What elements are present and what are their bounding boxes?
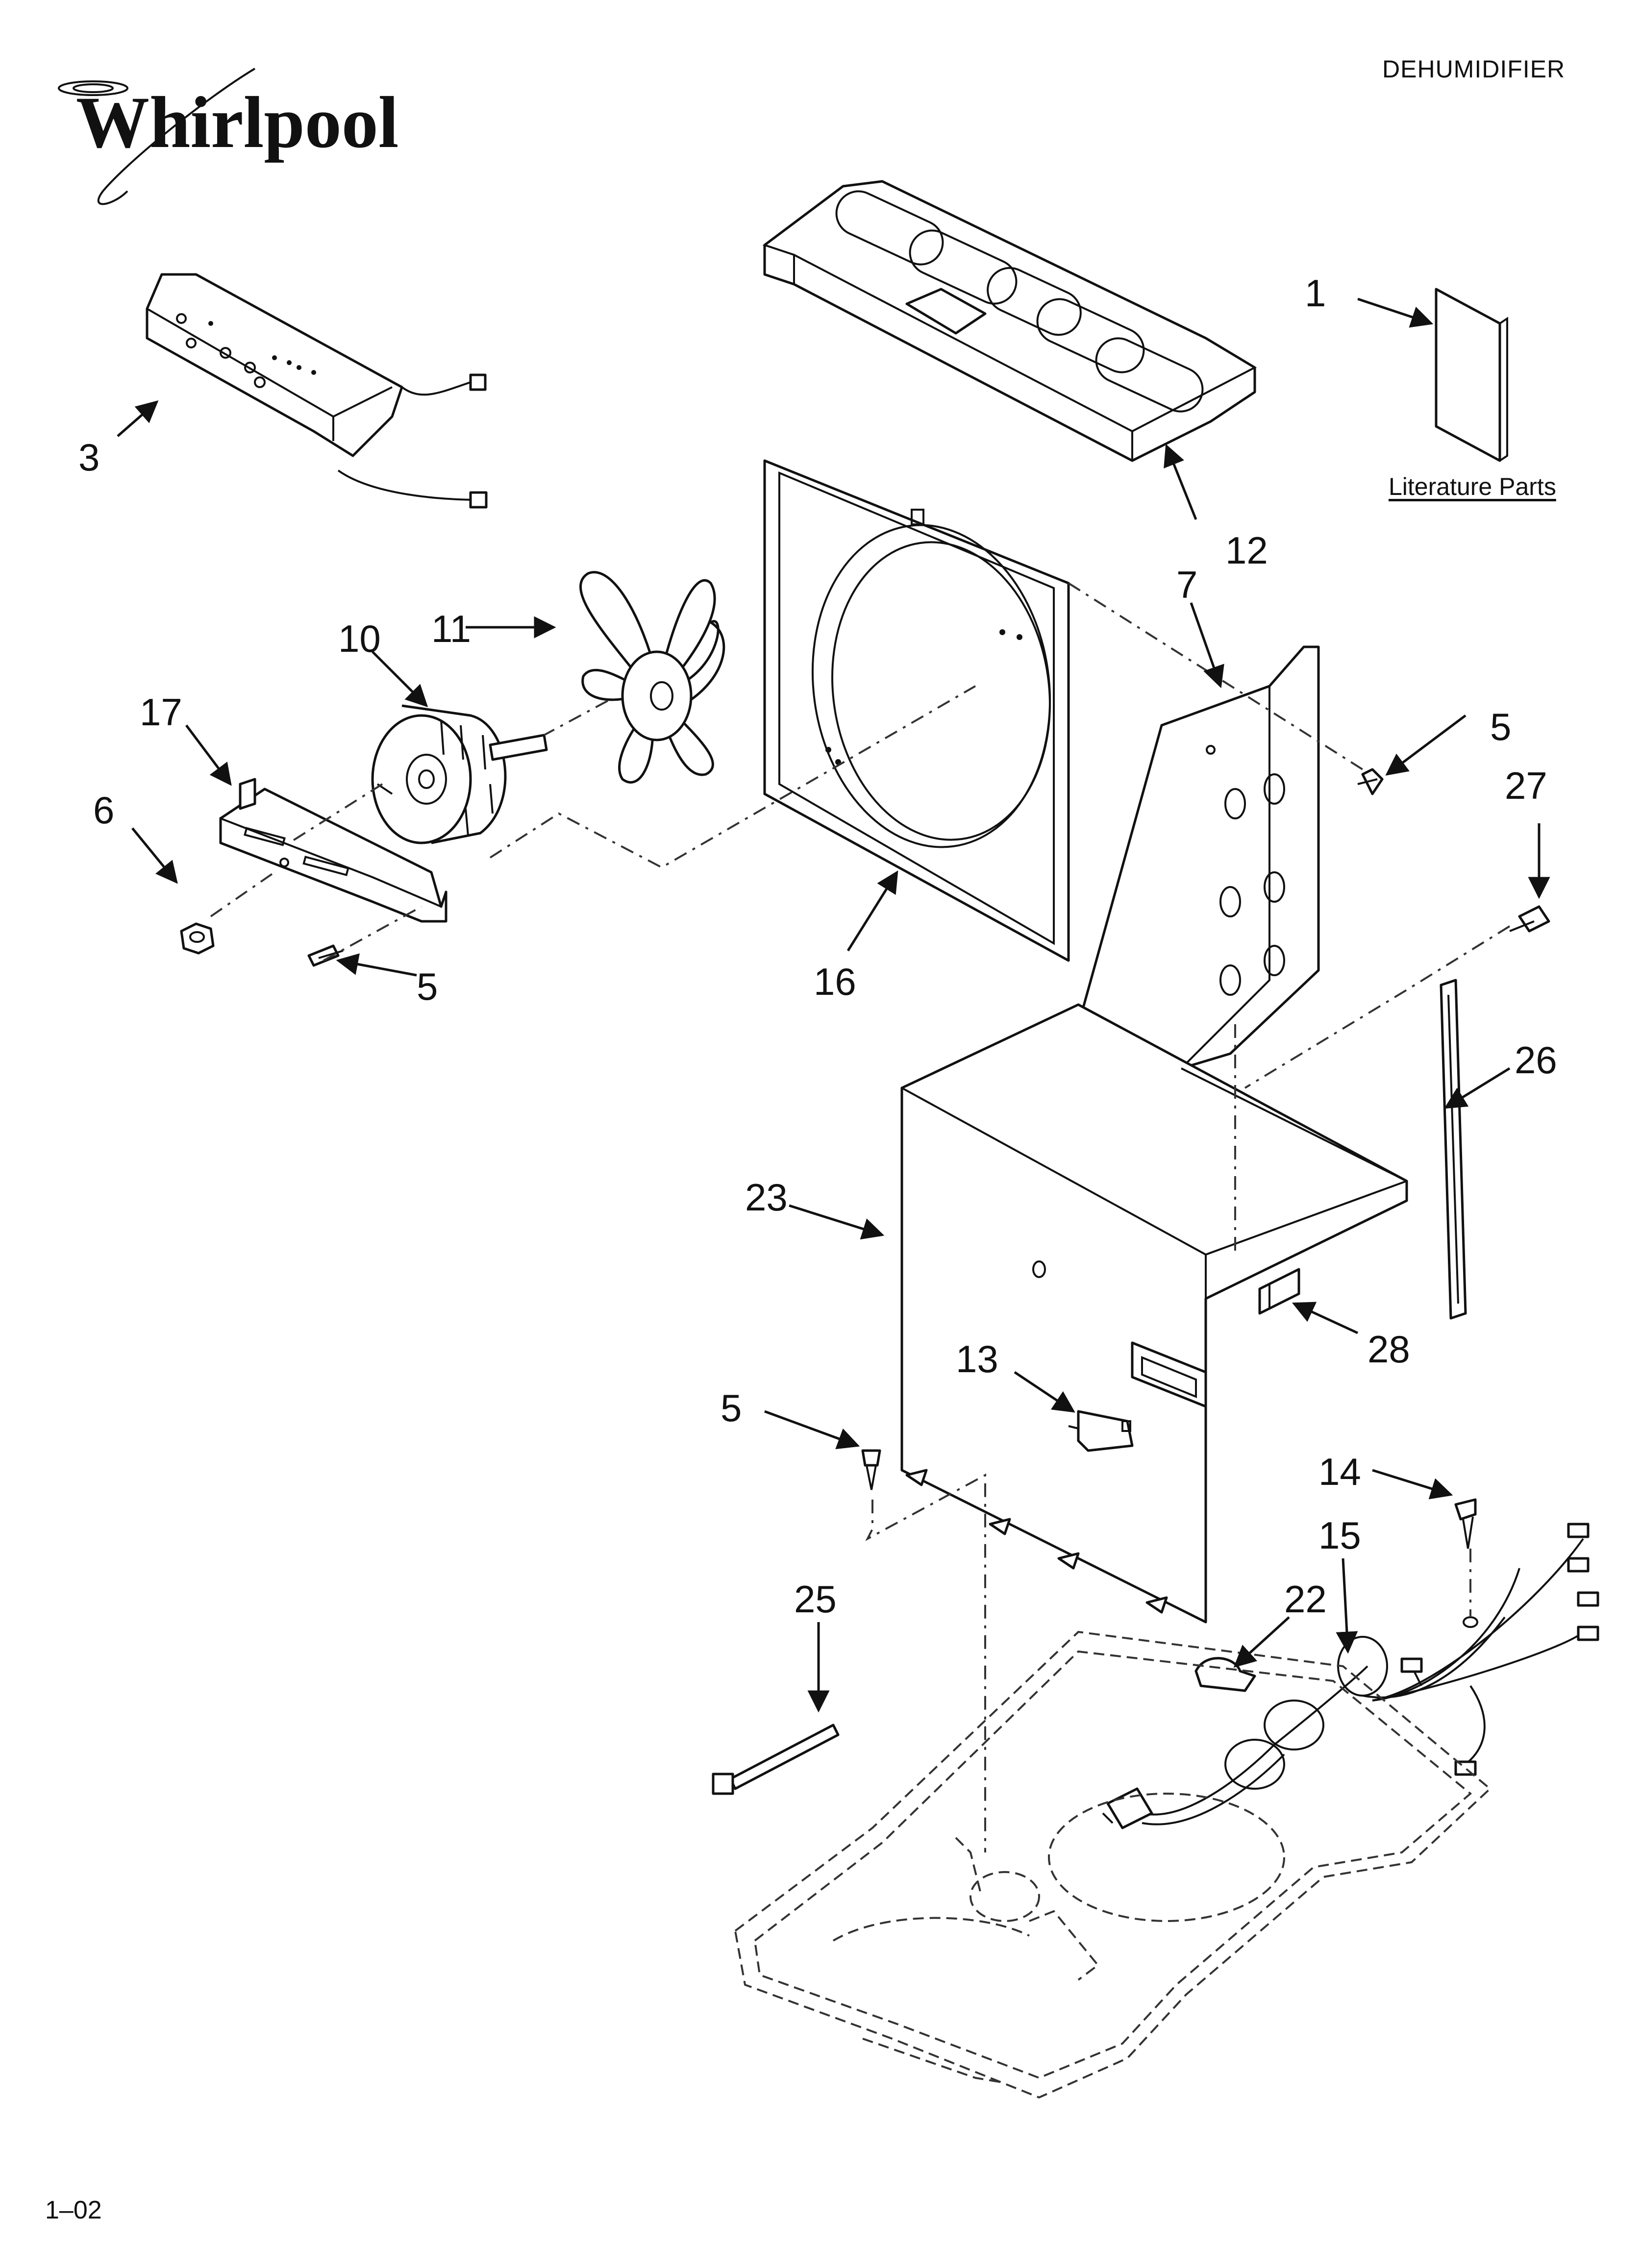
callout-5-base: 5 bbox=[721, 1386, 742, 1430]
callout-26: 26 bbox=[1515, 1038, 1557, 1082]
literature-parts-label: Literature Parts bbox=[1389, 473, 1556, 500]
part-28-clip bbox=[1258, 1268, 1300, 1315]
part-12-top-cover bbox=[762, 180, 1257, 462]
part-25-tie-strap bbox=[712, 1724, 840, 1795]
part-23-cabinet bbox=[900, 1003, 1408, 1624]
callout-6: 6 bbox=[93, 789, 114, 832]
part-15-power-cord bbox=[1102, 1523, 1599, 1829]
base-pan-outline bbox=[734, 1630, 1492, 2099]
part-27-screw bbox=[1509, 905, 1550, 933]
part-5-screw-panel bbox=[1357, 768, 1384, 795]
part-3-control-panel bbox=[146, 273, 488, 509]
callout-17: 17 bbox=[140, 690, 182, 734]
callout-1: 1 bbox=[1305, 271, 1326, 315]
document-title: DEHUMIDIFIER bbox=[1382, 55, 1566, 83]
callout-11: 11 bbox=[431, 607, 471, 650]
part-16-fan-shroud bbox=[763, 459, 1070, 962]
part-14-screw bbox=[1454, 1498, 1477, 1549]
callout-28: 28 bbox=[1368, 1328, 1410, 1371]
callout-27: 27 bbox=[1505, 764, 1547, 807]
callout-12: 12 bbox=[1225, 529, 1268, 572]
part-6-nut bbox=[180, 922, 215, 955]
callout-15: 15 bbox=[1318, 1514, 1361, 1557]
part-13-switch bbox=[1068, 1410, 1134, 1452]
callout-labels: 1 3 5 5 5 6 7 10 11 12 13 14 15 16 17 22… bbox=[78, 271, 1557, 1621]
part-26-rod bbox=[1440, 979, 1467, 1320]
part-5-screw-base bbox=[861, 1449, 881, 1490]
callout-23: 23 bbox=[745, 1176, 788, 1219]
part-11-fan-blade bbox=[579, 571, 725, 784]
brand-logo: Whirlpool bbox=[58, 68, 398, 205]
callout-16: 16 bbox=[814, 960, 856, 1003]
part-10-motor bbox=[371, 704, 548, 844]
part-17-motor-bracket bbox=[219, 778, 448, 923]
part-1-literature bbox=[1435, 288, 1508, 462]
callout-5-motor: 5 bbox=[417, 965, 438, 1008]
callout-5-panel: 5 bbox=[1490, 705, 1511, 748]
revision-code: 1–02 bbox=[45, 2196, 102, 2224]
callout-10: 10 bbox=[338, 617, 381, 660]
part-5-screw-motor bbox=[307, 944, 344, 967]
brand-wordmark: Whirlpool bbox=[76, 82, 398, 163]
callout-14: 14 bbox=[1318, 1450, 1361, 1493]
leader-arrows bbox=[117, 297, 1550, 1713]
callout-13: 13 bbox=[956, 1337, 998, 1381]
part-22-clamp bbox=[1194, 1657, 1256, 1692]
callout-3: 3 bbox=[78, 436, 99, 479]
callout-25: 25 bbox=[794, 1578, 837, 1621]
callout-22: 22 bbox=[1284, 1578, 1327, 1621]
callout-7: 7 bbox=[1176, 563, 1197, 606]
